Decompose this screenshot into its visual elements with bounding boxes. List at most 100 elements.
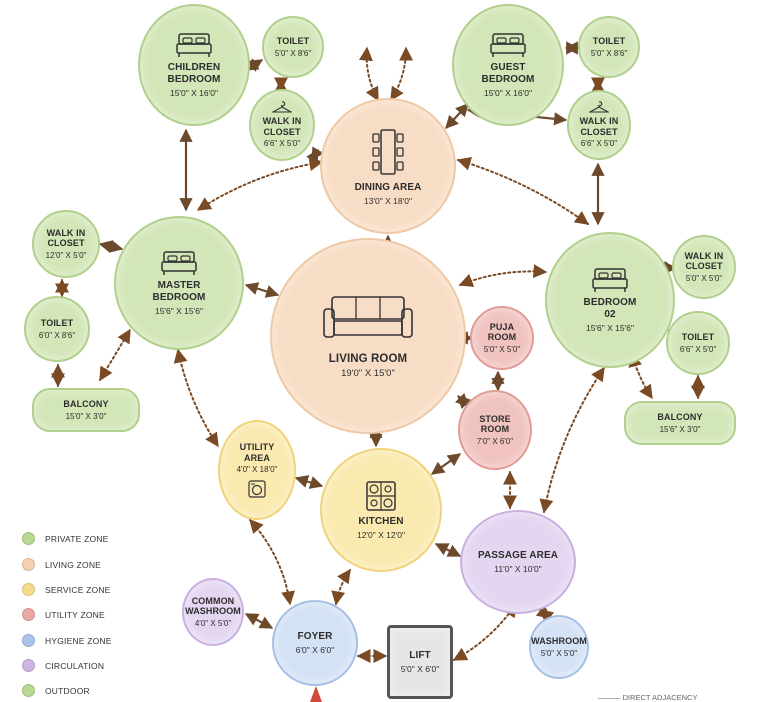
legend-swatch (22, 583, 35, 596)
legend-swatch (22, 558, 35, 571)
hanger-icon (272, 101, 292, 113)
toilet-children[interactable]: TOILET 5'0" X 8'6" (262, 16, 324, 78)
room-name: BALCONY (657, 411, 703, 422)
room-dimensions: 5'0" X 8'6" (274, 48, 312, 58)
legend-swatch (22, 684, 35, 697)
indirect-connection (249, 518, 296, 606)
washroom[interactable]: WASHROOM 5'0" X 5'0" (529, 615, 589, 679)
legend-swatch (22, 532, 35, 545)
room-name: GUEST BEDROOM (481, 62, 535, 85)
legend-item: CIRCULATION (22, 659, 104, 672)
room-name: KITCHEN (358, 516, 404, 527)
room-dimensions: 6'0" X 8'6" (38, 330, 76, 340)
room-dimensions: 7'0" X 6'0" (476, 436, 514, 446)
indirect-connection (99, 328, 131, 382)
room-name: TOILET (276, 35, 310, 46)
legend-caption: ——— DIRECT ADJACENCY (598, 693, 698, 702)
legend-label: SERVICE ZONE (45, 584, 111, 595)
dining-table-icon (372, 129, 404, 175)
room-name: MASTER BEDROOM (152, 280, 206, 303)
lift[interactable]: LIFT 5'0" X 6'0" (387, 625, 453, 699)
living-room[interactable]: LIVING ROOM 19'0" X 15'0" (270, 238, 466, 434)
room-dimensions: 5'0" X 8'6" (590, 48, 628, 58)
legend-swatch (22, 634, 35, 647)
direct-connection (294, 475, 324, 489)
indirect-connection (173, 348, 219, 448)
room-name: BALCONY (63, 398, 109, 409)
room-name: COMMON WASHROOM (185, 595, 241, 617)
room-dimensions: 5'0" X 5'0" (540, 648, 578, 658)
room-name: STORE ROOM (479, 413, 511, 435)
indirect-connection (358, 46, 379, 102)
legend-item: UTILITY ZONE (22, 608, 105, 621)
bedroom-02[interactable]: BEDROOM 02 15'6" X 15'6" (545, 232, 675, 368)
toilet-guest[interactable]: TOILET 5'0" X 8'6" (578, 16, 640, 78)
walk-in-closet-children[interactable]: WALK IN CLOSET 6'6" X 5'0" (249, 89, 315, 161)
room-dimensions: 15'0" X 3'0" (65, 411, 107, 421)
room-dimensions: 19'0" X 15'0" (341, 368, 395, 380)
room-name: CHILDREN BEDROOM (167, 62, 221, 85)
room-dimensions: 6'0" X 6'0" (295, 644, 335, 655)
room-dimensions: 4'0" X 18'0" (236, 465, 278, 475)
room-name: DINING AREA (354, 182, 422, 193)
direct-connection (434, 543, 462, 557)
room-dimensions: 15'0" X 16'0" (169, 87, 219, 98)
indirect-connection (331, 568, 351, 606)
store-room[interactable]: STORE ROOM 7'0" X 6'0" (458, 390, 532, 470)
indirect-connection (196, 157, 324, 211)
legend-item: SERVICE ZONE (22, 583, 111, 596)
indirect-connection (390, 46, 414, 102)
direct-connection (98, 239, 124, 254)
legend-item: PRIVATE ZONE (22, 532, 108, 545)
walk-in-closet-master[interactable]: WALK IN CLOSET 12'0" X 5'0" (32, 210, 100, 278)
legend-label: LIVING ZONE (45, 559, 102, 570)
master-bedroom[interactable]: MASTER BEDROOM 15'6" X 15'6" (114, 216, 244, 350)
room-name: WALK IN CLOSET (262, 116, 302, 137)
direct-connection (430, 453, 462, 475)
legend-item: OUTDOOR (22, 684, 90, 697)
room-dimensions: 6'6" X 5'0" (679, 344, 717, 354)
common-washroom[interactable]: COMMON WASHROOM 4'0" X 5'0" (182, 578, 244, 646)
kitchen[interactable]: KITCHEN 12'0" X 12'0" (320, 448, 442, 572)
room-dimensions: 4'0" X 5'0" (194, 618, 232, 628)
walk-in-closet-guest[interactable]: WALK IN CLOSET 6'6" X 5'0" (567, 90, 631, 160)
toilet-master[interactable]: TOILET 6'0" X 8'6" (24, 296, 90, 362)
room-name: LIFT (409, 650, 431, 661)
children-bedroom[interactable]: CHILDREN BEDROOM 15'0" X 16'0" (138, 4, 250, 126)
foyer[interactable]: FOYER 6'0" X 6'0" (272, 600, 358, 686)
entry-arrow-icon (310, 686, 322, 702)
room-dimensions: 6'6" X 5'0" (263, 139, 301, 149)
room-name: WALK IN CLOSET (579, 116, 619, 137)
legend-swatch (22, 608, 35, 621)
room-name: TOILET (592, 35, 626, 46)
bed-icon (176, 33, 212, 58)
room-dimensions: 5'0" X 5'0" (685, 273, 723, 283)
washing-machine-icon (248, 480, 266, 498)
room-dimensions: 15'6" X 15'6" (154, 305, 204, 316)
room-name: WASHROOM (531, 635, 587, 646)
indirect-connection (456, 156, 590, 225)
room-name: TOILET (681, 331, 715, 342)
toilet-bedroom-02[interactable]: TOILET 6'6" X 5'0" (666, 311, 730, 375)
room-dimensions: 5'0" X 6'0" (400, 663, 440, 674)
room-dimensions: 15'0" X 16'0" (483, 87, 533, 98)
balcony-master[interactable]: BALCONY 15'0" X 3'0" (32, 388, 140, 432)
legend-label: OUTDOOR (45, 685, 90, 696)
direct-connection (306, 146, 324, 164)
bed-icon (490, 33, 526, 58)
guest-bedroom[interactable]: GUEST BEDROOM 15'0" X 16'0" (452, 4, 564, 126)
room-dimensions: 6'6" X 5'0" (580, 139, 618, 149)
room-name: PASSAGE AREA (477, 550, 559, 561)
utility-area[interactable]: UTILITY AREA 4'0" X 18'0" (218, 420, 296, 520)
room-name: LIVING ROOM (328, 352, 408, 365)
walk-in-closet-bedroom-02[interactable]: WALK IN CLOSET 5'0" X 5'0" (672, 235, 736, 299)
legend-item: HYGIENE ZONE (22, 634, 112, 647)
balcony-bedroom-02[interactable]: BALCONY 15'6" X 3'0" (624, 401, 736, 445)
legend-label: HYGIENE ZONE (45, 635, 112, 646)
puja-room[interactable]: PUJA ROOM 5'0" X 5'0" (470, 306, 534, 370)
hanger-icon (589, 101, 609, 113)
passage-area[interactable]: PASSAGE AREA 11'0" X 10'0" (460, 510, 576, 614)
room-dimensions: 13'0" X 18'0" (363, 195, 413, 206)
dining-area[interactable]: DINING AREA 13'0" X 18'0" (320, 98, 456, 234)
